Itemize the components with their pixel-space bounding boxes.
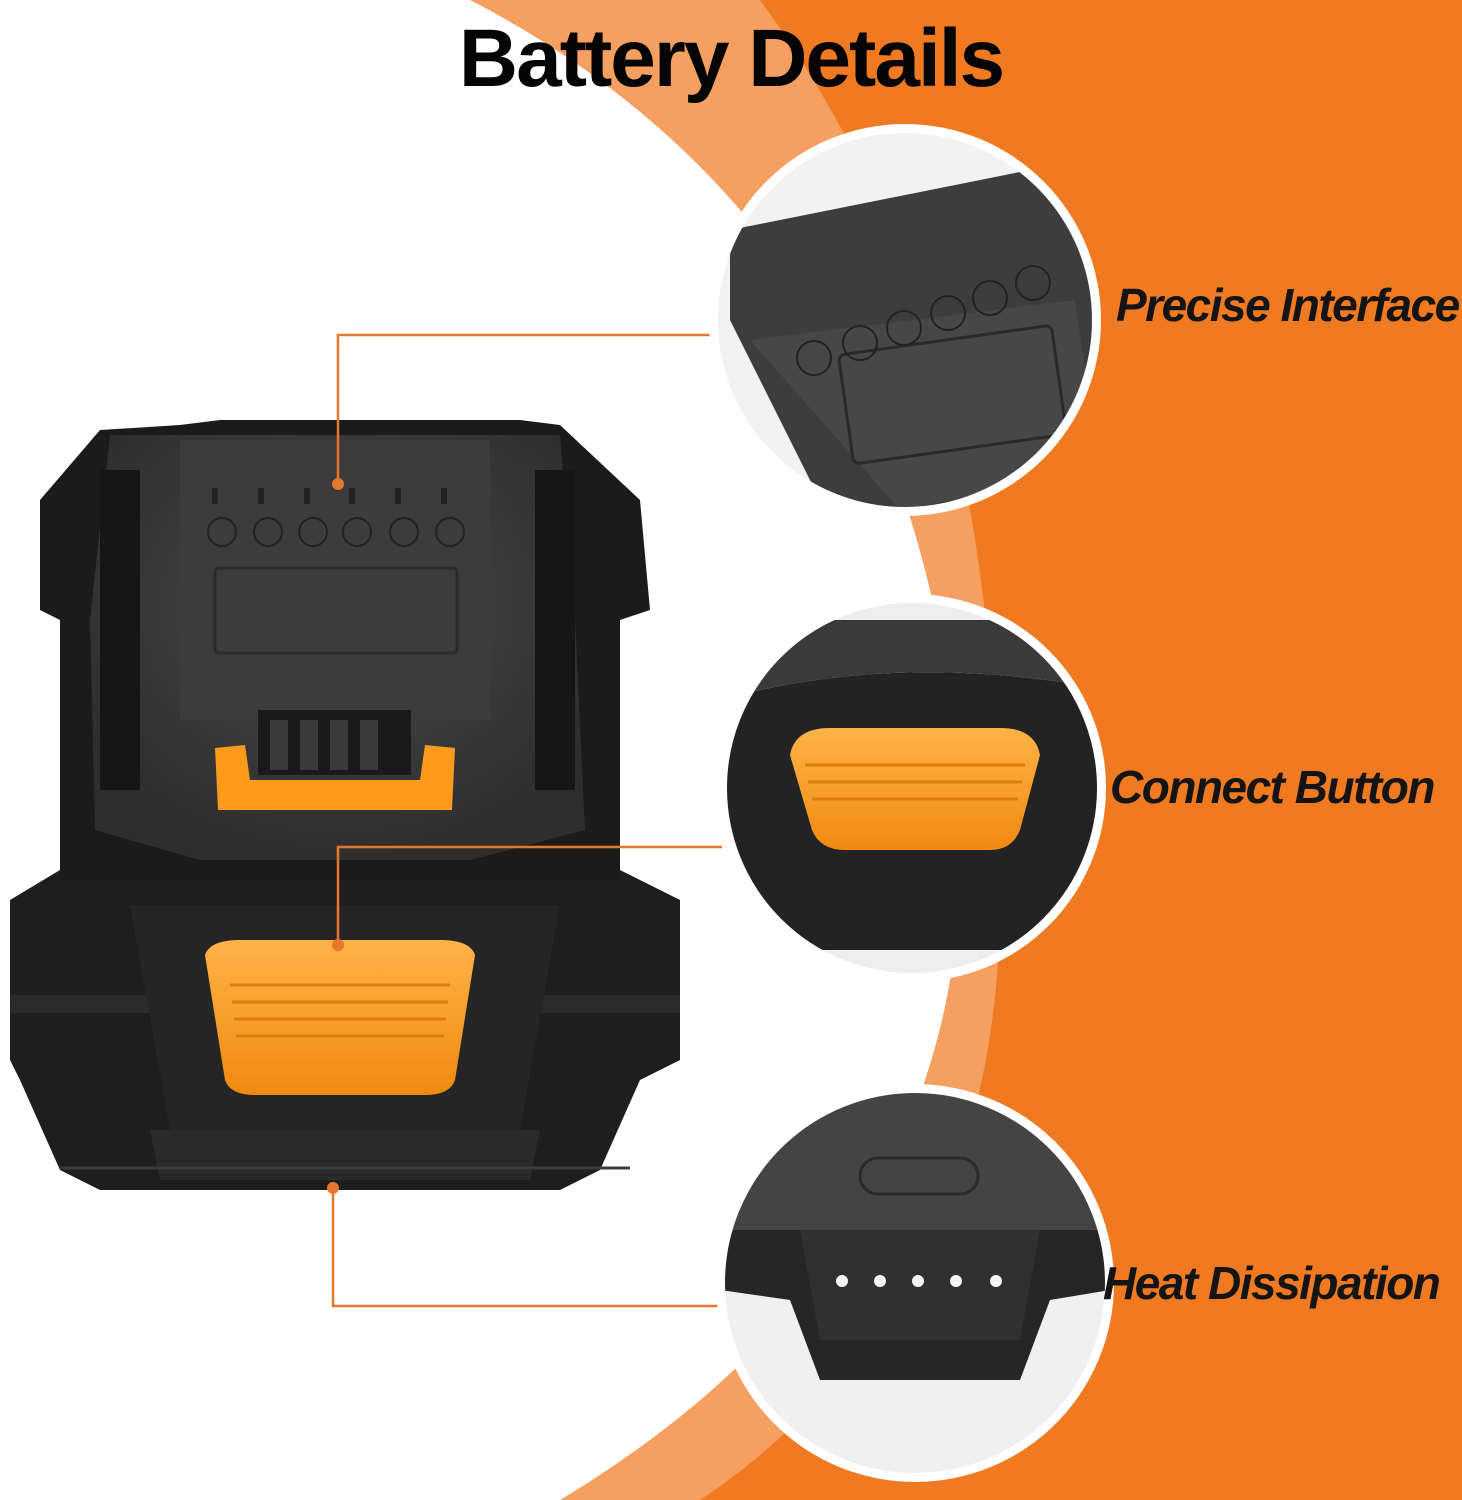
page-title: Battery Details: [458, 13, 1005, 104]
terminal-labels: [207, 517, 465, 547]
callout-dot-button: [332, 939, 344, 951]
battery-front-bottom: [150, 1130, 540, 1180]
battery-rail-right: [535, 470, 575, 790]
feature-label-heat-dissipation: Heat Dissipation: [1103, 1257, 1441, 1309]
feature-label-connect-button: Connect Button: [1110, 761, 1435, 813]
callout-dot-vent: [327, 1182, 339, 1194]
battery-rail-left: [100, 470, 140, 790]
terminal-slots: [212, 488, 447, 504]
callout-dot-interface: [332, 478, 344, 490]
feature-label-precise-interface: Precise Interface: [1116, 279, 1460, 331]
vent-holes-closeup: [716, 1084, 1114, 1482]
connector-latch: [215, 710, 455, 810]
release-button-closeup: [718, 594, 1106, 982]
callout-lines: [331, 333, 722, 1308]
battery-illustration: [10, 420, 680, 1190]
terminal-contacts-closeup: [709, 124, 1101, 516]
